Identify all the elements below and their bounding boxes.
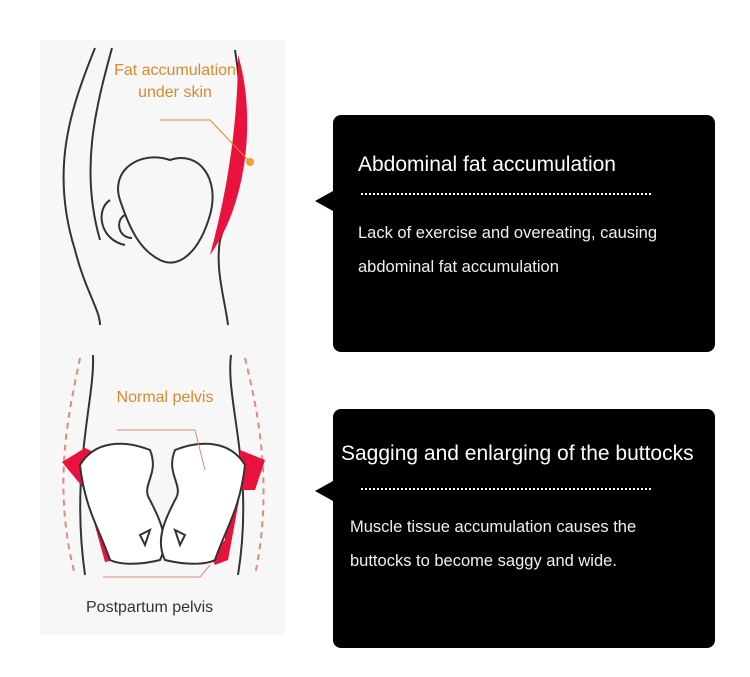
dotted-divider xyxy=(361,193,651,195)
callout-pointer xyxy=(315,481,333,501)
dotted-divider xyxy=(361,488,651,490)
card-title: Sagging and enlarging of the buttocks xyxy=(341,442,694,465)
body-illustrations xyxy=(62,47,265,578)
card-title: Abdominal fat accumulation xyxy=(358,153,616,176)
card-text: Lack of exercise and overeating, causing… xyxy=(358,224,658,276)
normal-pelvis-label: Normal pelvis xyxy=(116,389,214,406)
fat-accumulation-label: Fat accumulation under skin xyxy=(114,62,236,101)
card-sagging-buttocks: Sagging and enlarging of the buttocks Mu… xyxy=(315,409,715,648)
callout-pointer xyxy=(315,191,333,211)
card-text: Muscle tissue accumulation causes the bu… xyxy=(350,518,637,570)
pelvis-front-view xyxy=(62,354,265,578)
postpartum-pelvis-label: Postpartum pelvis xyxy=(86,599,214,616)
card-abdominal-fat: Abdominal fat accumulation Lack of exerc… xyxy=(315,115,715,352)
fat-layer xyxy=(210,55,248,255)
